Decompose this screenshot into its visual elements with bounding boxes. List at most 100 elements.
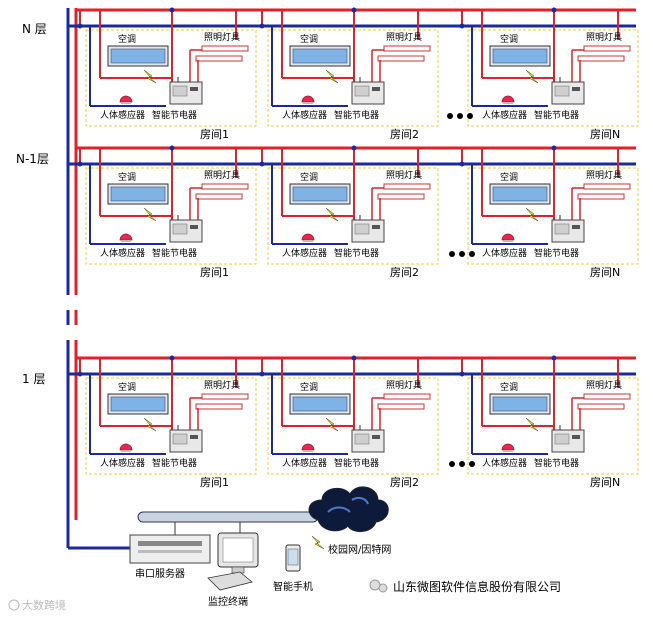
smart-saver-icon: [169, 424, 203, 453]
lights-label: 照明灯具: [586, 32, 622, 43]
air-conditioner-icon: [107, 393, 169, 415]
phone-label: 智能手机: [273, 580, 313, 593]
sensor-label: 人体感应器: [282, 457, 327, 469]
saver-label: 智能节电器: [334, 109, 379, 121]
room-2: 空调照明灯具智能节电器人体感应器房间2: [259, 7, 439, 141]
lamp-icon: [383, 393, 431, 400]
room-label: 房间2: [390, 476, 419, 489]
lamp-icon: [377, 193, 425, 200]
watermark: 大数跨境: [22, 598, 66, 612]
phone-icon: [285, 544, 301, 572]
smart-saver-icon: [551, 214, 585, 243]
smart-saver-icon: [551, 424, 585, 453]
lights-label: 照明灯具: [204, 170, 240, 181]
sensor-icon: [119, 443, 133, 453]
lamp-icon: [201, 393, 249, 400]
ac-label: 空调: [300, 381, 318, 393]
lamp-icon: [201, 183, 249, 190]
ac-label: 空调: [118, 33, 136, 45]
sensor-label: 人体感应器: [482, 109, 527, 121]
room-label: 房间N: [590, 266, 620, 279]
footer: 山东微图软件信息股份有限公司 大数跨境: [8, 579, 561, 612]
sensor-label: 人体感应器: [282, 109, 327, 121]
smart-saver-icon: [351, 76, 385, 105]
smart-saver-icon: [351, 424, 385, 453]
room-3: 空调照明灯具智能节电器人体感应器房间N: [459, 7, 639, 141]
sensor-icon: [501, 443, 515, 453]
lights-label: 照明灯具: [586, 170, 622, 181]
lamp-icon: [195, 403, 243, 410]
floor-label: N 层: [22, 22, 47, 36]
air-conditioner-icon: [107, 45, 169, 67]
lamp-icon: [195, 55, 243, 62]
sensor-icon: [119, 95, 133, 105]
saver-label: 智能节电器: [334, 457, 379, 469]
wireless-signal-icon: [143, 417, 157, 432]
saver-label: 智能节电器: [152, 457, 197, 469]
room-label: 房间2: [390, 128, 419, 141]
lamp-icon: [577, 403, 625, 410]
ac-label: 空调: [500, 171, 518, 183]
watermark-logo-icon: [8, 599, 20, 611]
air-conditioner-icon: [489, 183, 551, 205]
wireless-signal-icon: [525, 207, 539, 222]
saver-label: 智能节电器: [534, 109, 579, 121]
floor-1: N 层空调照明灯具智能节电器人体感应器房间1空调照明灯具智能节电器人体感应器房间…: [22, 7, 639, 141]
room-1: 空调照明灯具智能节电器人体感应器房间1: [77, 355, 257, 489]
lamp-icon: [583, 183, 631, 190]
room-1: 空调照明灯具智能节电器人体感应器房间1: [77, 7, 257, 141]
lamp-icon: [195, 193, 243, 200]
lights-label: 照明灯具: [204, 32, 240, 43]
room-label: 房间N: [590, 128, 620, 141]
ac-label: 空调: [500, 381, 518, 393]
sensor-label: 人体感应器: [482, 457, 527, 469]
saver-label: 智能节电器: [152, 109, 197, 121]
lamp-icon: [583, 393, 631, 400]
company-name: 山东微图软件信息股份有限公司: [393, 579, 561, 594]
room-label: 房间1: [200, 476, 229, 489]
sensor-label: 人体感应器: [100, 247, 145, 259]
lamp-icon: [383, 45, 431, 52]
room-label: 房间1: [200, 128, 229, 141]
lights-label: 照明灯具: [386, 380, 422, 391]
room-3: 空调照明灯具智能节电器人体感应器房间N: [459, 145, 639, 279]
ac-label: 空调: [118, 381, 136, 393]
saver-label: 智能节电器: [534, 247, 579, 259]
ellipsis-icon: [449, 461, 475, 467]
wireless-signal-icon: [325, 417, 339, 432]
smart-saver-icon: [551, 76, 585, 105]
room-label: 房间N: [590, 476, 620, 489]
room-label: 房间1: [200, 266, 229, 279]
lights-label: 照明灯具: [204, 380, 240, 391]
serial-server-label: 串口服务器: [135, 567, 185, 580]
sensor-icon: [301, 443, 315, 453]
lamp-icon: [383, 183, 431, 190]
smart-saver-icon: [169, 76, 203, 105]
air-conditioner-icon: [289, 45, 351, 67]
monitor-icon: [207, 532, 259, 591]
ellipsis-icon: [449, 251, 475, 257]
saver-label: 智能节电器: [334, 247, 379, 259]
air-conditioner-icon: [107, 183, 169, 205]
network-bus: [137, 511, 319, 523]
lamp-icon: [201, 45, 249, 52]
floor-3: 1 层空调照明灯具智能节电器人体感应器房间1空调照明灯具智能节电器人体感应器房间…: [22, 355, 639, 489]
lamp-icon: [377, 55, 425, 62]
wireless-signal-icon: [525, 69, 539, 84]
floor-2: N-1层空调照明灯具智能节电器人体感应器房间1空调照明灯具智能节电器人体感应器房…: [16, 145, 639, 279]
ac-label: 空调: [300, 33, 318, 45]
lights-label: 照明灯具: [586, 380, 622, 391]
smart-saver-icon: [169, 214, 203, 243]
sensor-icon: [119, 233, 133, 243]
smart-saver-icon: [351, 214, 385, 243]
air-conditioner-icon: [489, 45, 551, 67]
cloud-lightning-icon: [311, 535, 325, 550]
air-conditioner-icon: [289, 183, 351, 205]
sensor-icon: [501, 95, 515, 105]
wireless-signal-icon: [325, 207, 339, 222]
lamp-icon: [577, 193, 625, 200]
saver-label: 智能节电器: [152, 247, 197, 259]
lamp-icon: [577, 55, 625, 62]
wechat-icon: [369, 579, 388, 593]
